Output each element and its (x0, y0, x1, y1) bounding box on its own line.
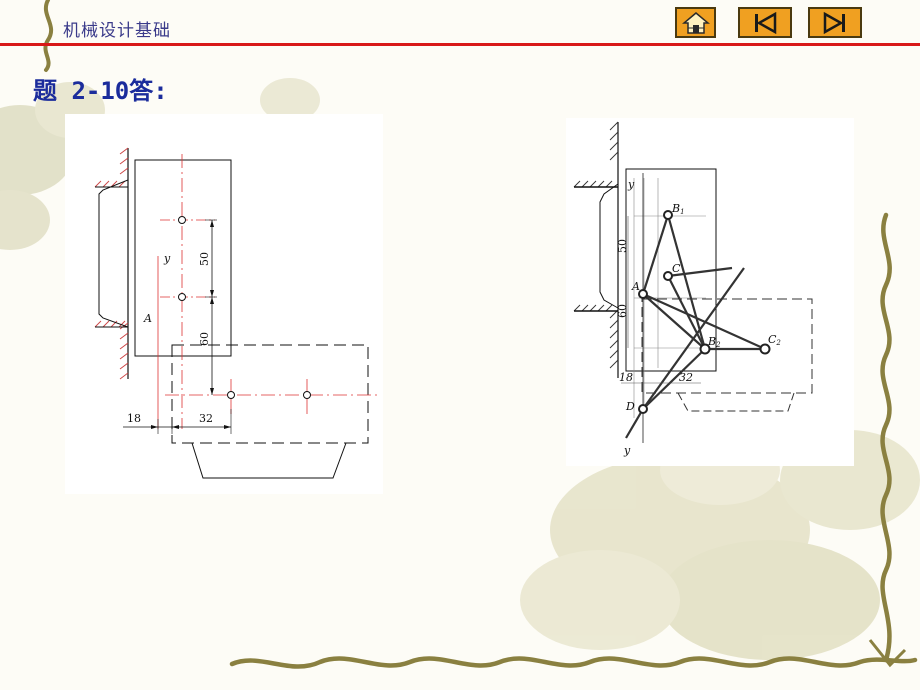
left-mechanism-figure: y A 50 60 18 32 (65, 114, 383, 494)
right-mechanism-figure: y y B1 C A B2 C2 D 50 60 18 32 (566, 118, 854, 466)
skip-previous-icon (755, 11, 777, 34)
dimension-50-label: 50 (616, 239, 629, 253)
point-b1-label: B1 (671, 202, 685, 216)
point-b2-label: B2 (707, 335, 721, 349)
previous-slide-button[interactable] (738, 7, 792, 38)
point-a-label: A (143, 312, 152, 325)
skip-next-icon (823, 11, 845, 34)
left-figure-drawing: y A 50 60 18 32 (94, 147, 380, 479)
point-c1-label: C (672, 262, 681, 275)
dimension-32-label: 32 (679, 371, 693, 384)
y-axis-label: y (163, 252, 171, 265)
home-icon (681, 11, 710, 34)
dimension-60-label: 60 (198, 332, 211, 346)
right-figure-drawing: y y B1 C A B2 C2 D 50 60 18 32 (573, 121, 813, 457)
header-divider (0, 43, 920, 46)
y-axis-bottom-label: y (623, 444, 631, 457)
question-title: 题 2-10答: (33, 77, 168, 105)
point-d-label: D (625, 400, 635, 413)
y-axis-top-label: y (627, 178, 635, 191)
dimension-18-label: 18 (619, 371, 633, 384)
dimension-18-label: 18 (127, 412, 141, 425)
point-c2-label: C2 (768, 333, 781, 347)
course-title: 机械设计基础 (63, 21, 171, 41)
home-button[interactable] (675, 7, 716, 38)
dimension-50-label: 50 (198, 252, 211, 266)
next-slide-button[interactable] (808, 7, 862, 38)
point-a-label: A (631, 280, 640, 293)
dimension-32-label: 32 (199, 412, 213, 425)
dimension-60-label: 60 (616, 304, 629, 318)
